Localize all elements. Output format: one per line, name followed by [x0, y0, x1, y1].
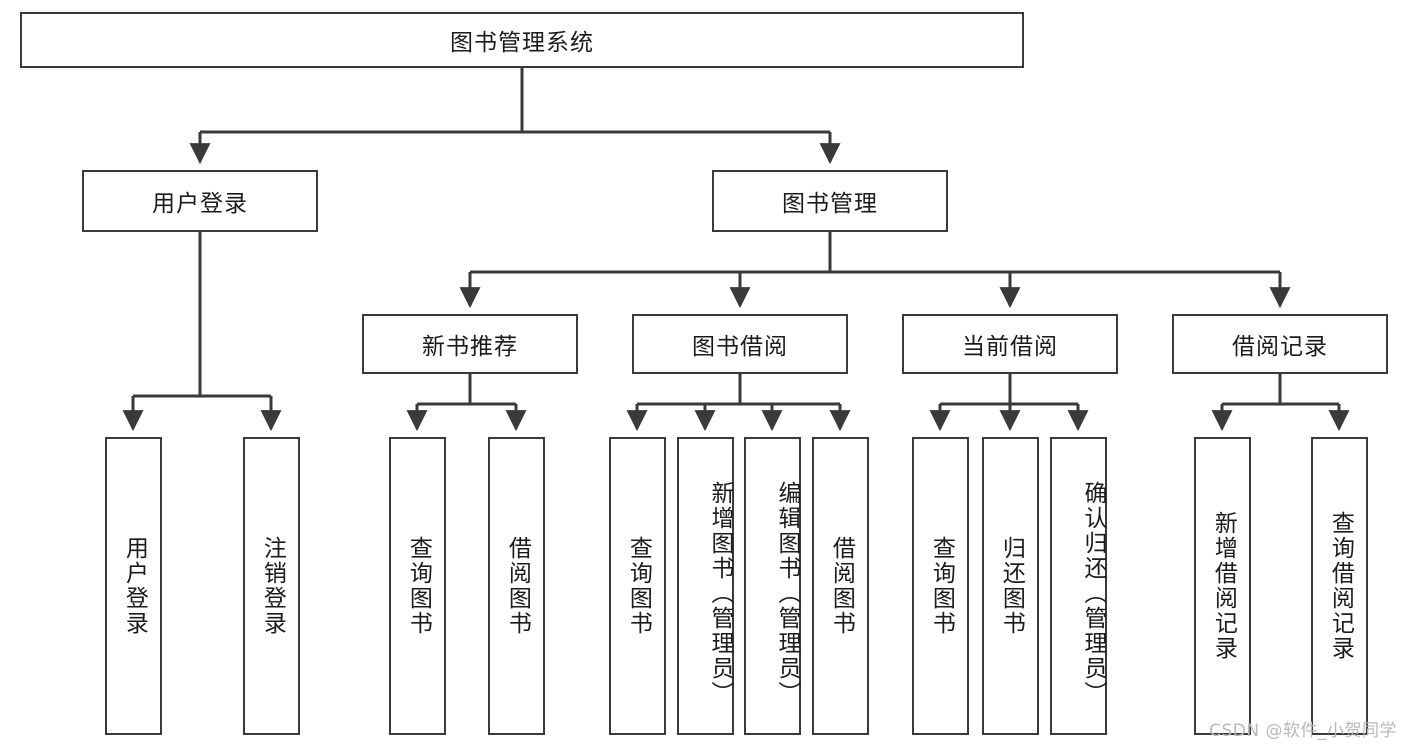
- leaf-query-borrow-record[interactable]: 查询借阅记录: [1311, 437, 1368, 735]
- watermark: CSDN @软件_小贺同学: [1209, 721, 1397, 741]
- node-user-login[interactable]: 用户登录: [82, 170, 318, 232]
- node-user-login-label: 用户登录: [152, 191, 248, 217]
- leaf-logout[interactable]: 注销登录: [243, 437, 300, 735]
- leaf-add-book-admin-label: 新增图书（管理员）: [707, 480, 733, 706]
- leaf-query-borrow-record-label: 查询借阅记录: [1327, 511, 1354, 661]
- leaf-query-books-current-label: 查询图书: [928, 536, 955, 636]
- node-book-borrow-label: 图书借阅: [692, 334, 788, 360]
- leaf-return-books[interactable]: 归还图书: [982, 437, 1039, 735]
- leaf-borrow-books[interactable]: 借阅图书: [812, 437, 869, 735]
- node-current-borrow-label: 当前借阅: [962, 334, 1058, 360]
- node-book-borrow[interactable]: 图书借阅: [632, 314, 848, 374]
- node-new-book-recommend-label: 新书推荐: [422, 334, 518, 360]
- leaf-query-books-borrow[interactable]: 查询图书: [609, 437, 666, 735]
- node-new-book-recommend[interactable]: 新书推荐: [362, 314, 578, 374]
- leaf-add-borrow-record[interactable]: 新增借阅记录: [1194, 437, 1251, 735]
- leaf-borrow-books-label: 借阅图书: [828, 536, 855, 636]
- leaf-return-books-label: 归还图书: [998, 536, 1025, 636]
- leaf-confirm-return-admin[interactable]: 确认归还（管理员）: [1050, 437, 1107, 735]
- node-root-system[interactable]: 图书管理系统: [20, 12, 1024, 68]
- leaf-query-books-borrow-label: 查询图书: [625, 536, 652, 636]
- leaf-add-borrow-record-label: 新增借阅记录: [1210, 511, 1237, 661]
- leaf-query-books-new[interactable]: 查询图书: [389, 437, 446, 735]
- node-book-management[interactable]: 图书管理: [712, 170, 948, 232]
- leaf-borrow-books-new-label: 借阅图书: [504, 536, 531, 636]
- node-borrow-records-label: 借阅记录: [1232, 334, 1328, 360]
- leaf-confirm-return-admin-label: 确认归还（管理员）: [1080, 480, 1106, 706]
- leaf-query-books-new-label: 查询图书: [405, 536, 432, 636]
- leaf-query-books-current[interactable]: 查询图书: [912, 437, 969, 735]
- leaf-edit-book-admin[interactable]: 编辑图书（管理员）: [744, 437, 801, 735]
- leaf-logout-label: 注销登录: [259, 536, 286, 636]
- leaf-add-book-admin[interactable]: 新增图书（管理员）: [677, 437, 734, 735]
- node-root-system-label: 图书管理系统: [450, 30, 594, 56]
- leaf-user-login[interactable]: 用户登录: [105, 437, 162, 735]
- leaf-borrow-books-new[interactable]: 借阅图书: [488, 437, 545, 735]
- node-borrow-records[interactable]: 借阅记录: [1172, 314, 1388, 374]
- node-current-borrow[interactable]: 当前借阅: [902, 314, 1118, 374]
- leaf-user-login-label: 用户登录: [121, 536, 148, 636]
- leaf-edit-book-admin-label: 编辑图书（管理员）: [774, 480, 800, 706]
- node-book-management-label: 图书管理: [782, 191, 878, 217]
